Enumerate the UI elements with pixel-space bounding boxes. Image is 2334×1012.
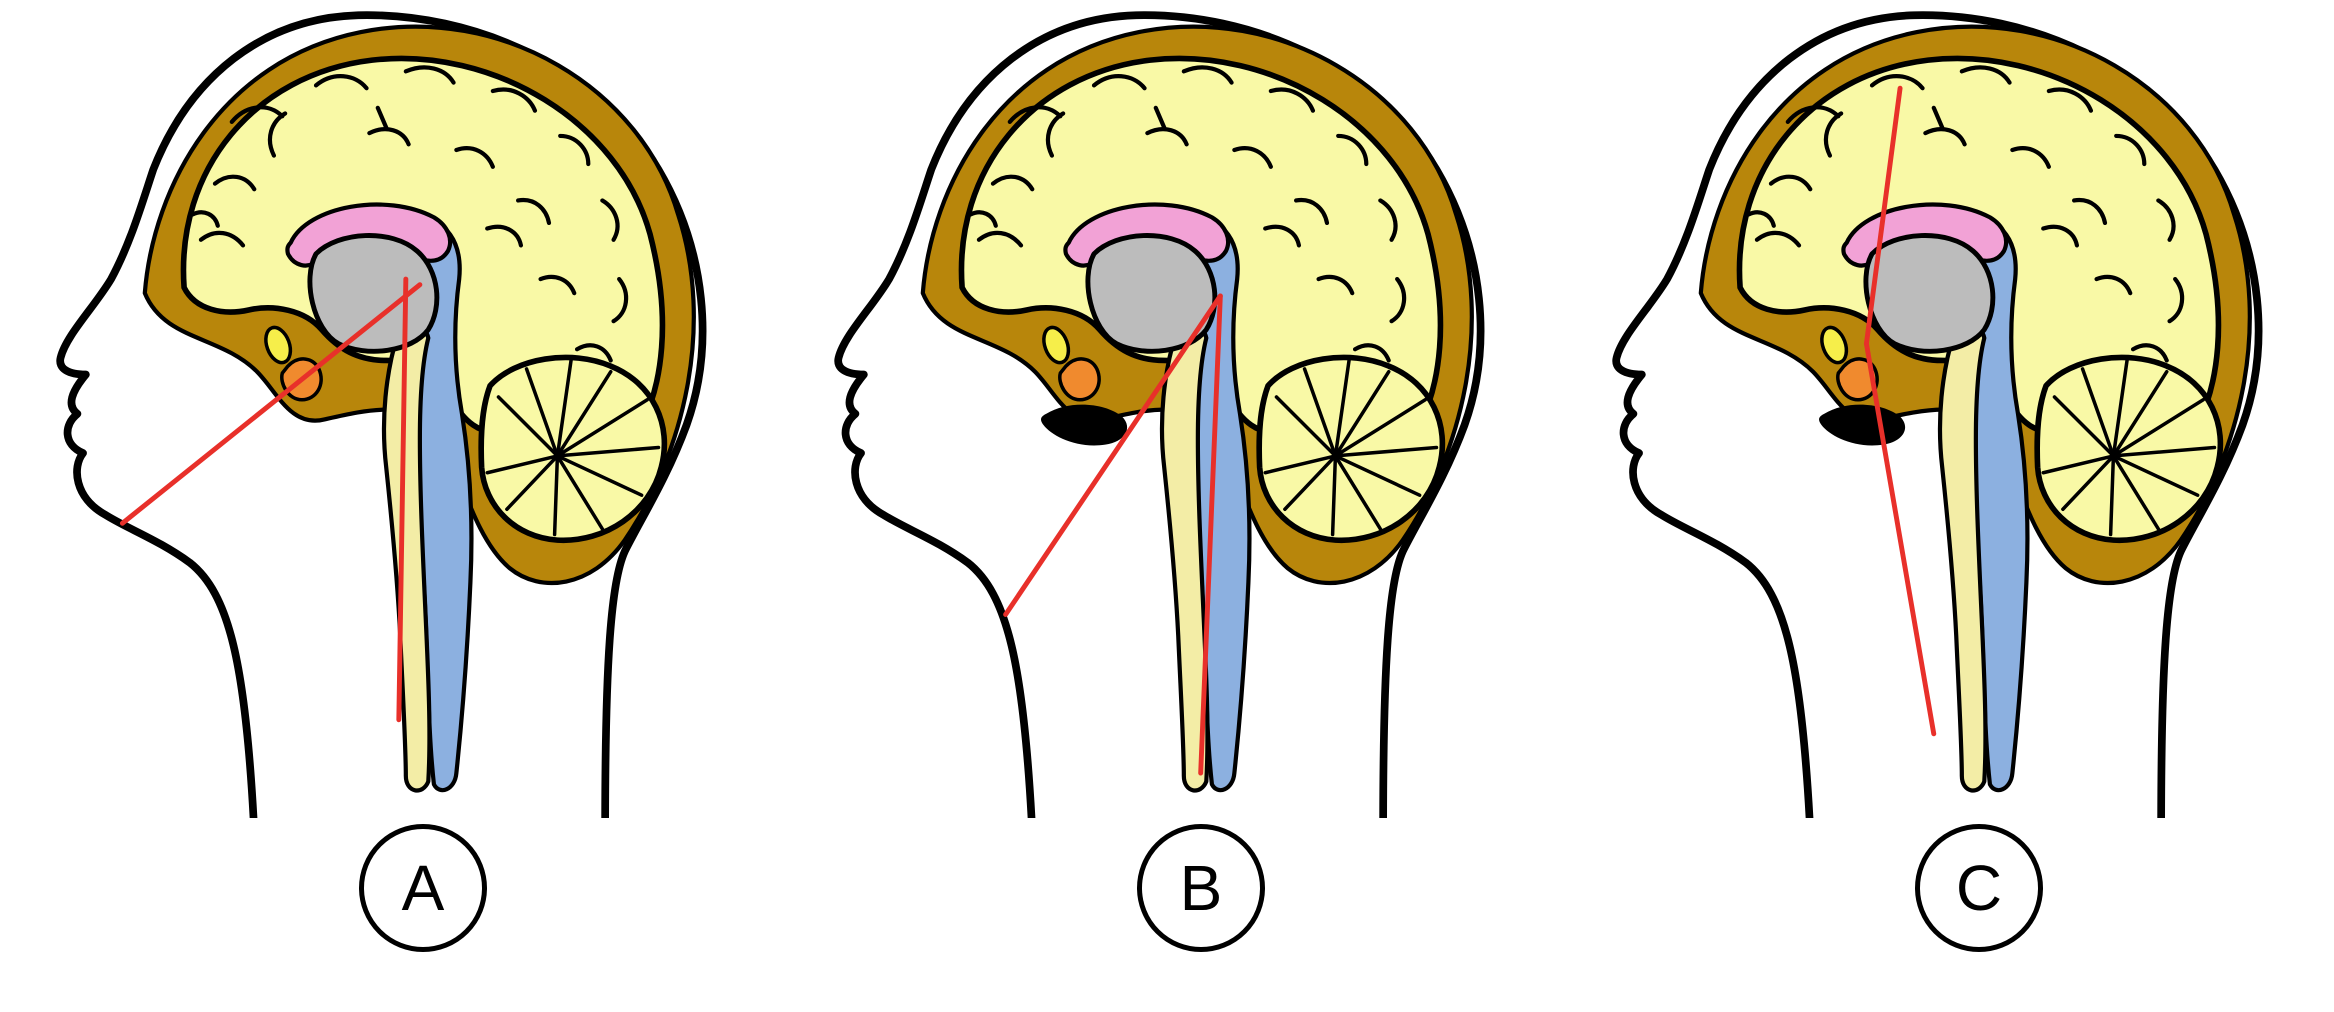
angle-line (1863, 85, 1903, 347)
head-illustration-c (1580, 4, 2310, 818)
angle-lines (119, 276, 423, 723)
angle-lines (1003, 293, 1223, 776)
panel-label-c: C (1915, 824, 2043, 952)
head-illustration-a (24, 4, 754, 818)
angle-line (396, 276, 409, 723)
panel-a: A (0, 0, 778, 952)
panel-label-b: B (1137, 824, 1265, 952)
sagittal-head-b (838, 15, 1480, 818)
panel-b: B (778, 0, 1556, 952)
panel-c: C (1556, 0, 2334, 952)
angle-line (119, 282, 423, 526)
panel-letter: A (401, 852, 445, 924)
panel-label-a: A (359, 824, 487, 952)
angle-line (1003, 293, 1223, 617)
angle-line (1198, 293, 1223, 776)
head-illustration-b (802, 4, 1532, 818)
angle-lines (1863, 85, 1937, 737)
panel-letter: C (1955, 852, 2003, 924)
angle-line (1863, 341, 1937, 737)
panel-letter: B (1179, 852, 1223, 924)
sagittal-head-a (60, 15, 702, 818)
sagittal-head-c (1616, 15, 2258, 818)
